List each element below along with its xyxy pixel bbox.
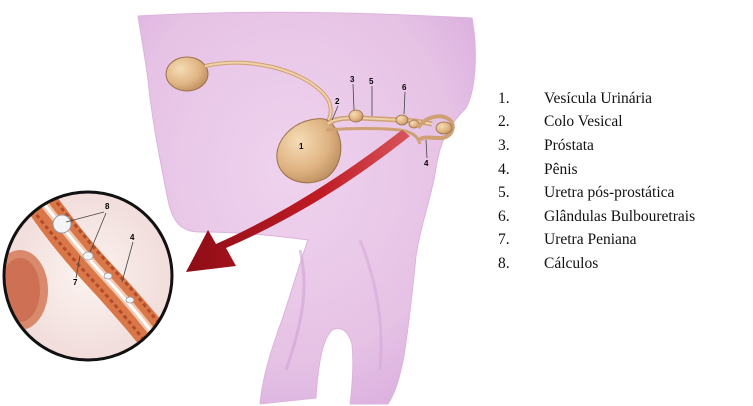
label-penis: 4 (424, 159, 429, 168)
legend-label: Pênis (544, 161, 578, 179)
legend-label: Uretra pós-prostática (544, 184, 674, 202)
legend-number: 1. (498, 90, 544, 108)
legend-number: 3. (498, 137, 544, 155)
legend-label: Vesícula Urinária (544, 90, 652, 108)
legend-item: 7.Uretra Peniana (498, 229, 695, 253)
label-bladder-neck: 2 (335, 97, 340, 106)
legend-label: Próstata (544, 137, 594, 155)
legend-label: Glândulas Bulbouretrais (544, 208, 695, 226)
legend-number: 5. (498, 184, 544, 202)
label-bulbourethral: 6 (402, 83, 407, 92)
legend-item: 3.Próstata (498, 134, 695, 158)
inset-label-calculi: 8 (105, 202, 110, 211)
inset-label-urethra: 7 (73, 278, 78, 287)
legend-item: 2.Colo Vesical (498, 111, 695, 135)
legend-item: 6.Glândulas Bulbouretrais (498, 205, 695, 229)
inset-label-penis: 4 (130, 233, 135, 242)
legend-item: 4.Pênis (498, 158, 695, 182)
inset-magnified-view: 8 4 7 (0, 174, 190, 372)
legend-number: 4. (498, 161, 544, 179)
legend-label: Uretra Peniana (544, 231, 637, 249)
legend-label: Cálculos (544, 255, 598, 273)
legend-item: 8.Cálculos (498, 252, 695, 276)
label-post-prostatic-urethra: 5 (369, 77, 374, 86)
legend-item: 5.Uretra pós-prostática (498, 181, 695, 205)
legend-list: 1.Vesícula Urinária 2.Colo Vesical 3.Pró… (498, 87, 695, 276)
legend-number: 8. (498, 255, 544, 273)
legend-label: Colo Vesical (544, 113, 623, 131)
label-prostate: 3 (350, 75, 355, 84)
label-bladder: 1 (299, 142, 304, 151)
legend-item: 1.Vesícula Urinária (498, 87, 695, 111)
legend-number: 7. (498, 231, 544, 249)
legend-number: 6. (498, 208, 544, 226)
legend-number: 2. (498, 113, 544, 131)
